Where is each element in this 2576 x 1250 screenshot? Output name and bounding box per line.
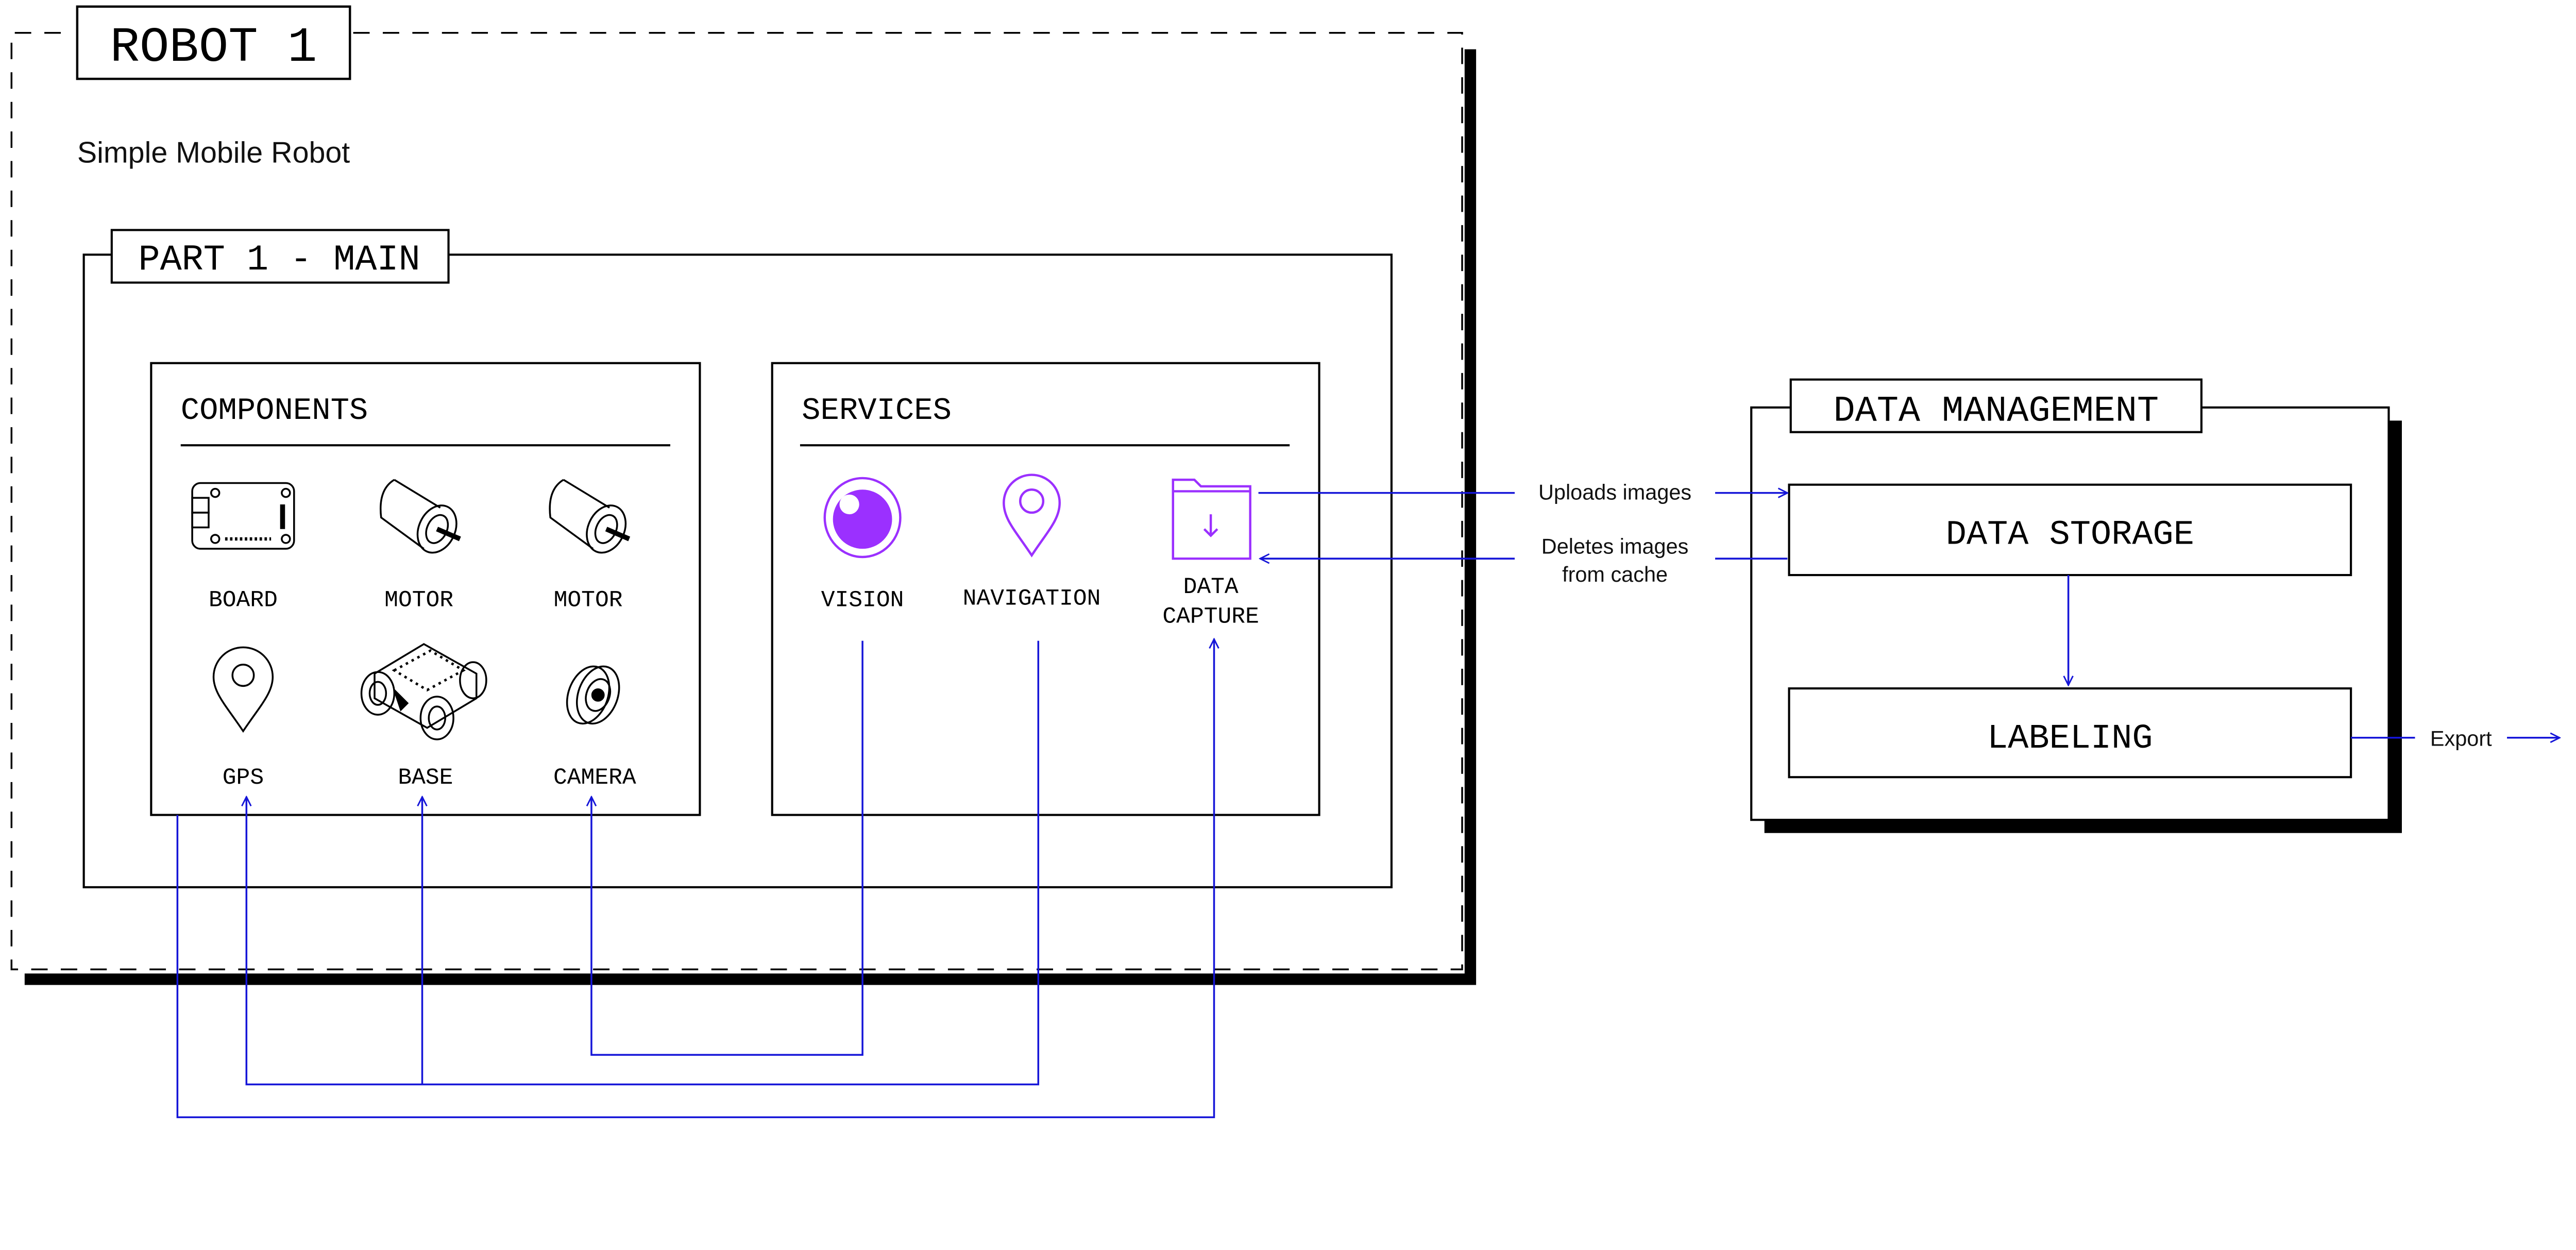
- component-label: MOTOR: [554, 588, 623, 614]
- component-motor-1[interactable]: MOTOR: [380, 479, 464, 614]
- services-title: SERVICES: [802, 394, 952, 429]
- component-label: CAMERA: [553, 765, 636, 791]
- robot-subtitle: Simple Mobile Robot: [77, 137, 350, 170]
- data-storage-box[interactable]: DATA STORAGE: [1788, 483, 2352, 577]
- service-data-capture[interactable]: DATA CAPTURE: [1162, 478, 1259, 630]
- part-1-title-box: [110, 229, 450, 284]
- service-label: DATA: [1183, 575, 1239, 600]
- part-1-box: PART 1 - MAIN: [82, 229, 1393, 889]
- map-pin-icon: [212, 646, 274, 733]
- labeling-label: LABELING: [1987, 719, 2153, 758]
- components-panel: COMPONENTS BOARD MOTOR: [150, 362, 701, 816]
- component-label: MOTOR: [384, 588, 453, 614]
- internal-connectors: [176, 639, 1214, 1119]
- export-label: Export: [2430, 727, 2492, 751]
- service-label: VISION: [821, 588, 904, 614]
- board-icon: [191, 482, 295, 550]
- rover-base-icon: [360, 643, 487, 740]
- part-1-title: PART 1 - MAIN: [138, 240, 420, 281]
- components-title: COMPONENTS: [181, 394, 368, 429]
- uploads-label: Uploads images: [1538, 480, 1691, 504]
- service-label: CAPTURE: [1162, 604, 1259, 630]
- map-pin-icon: [1003, 474, 1061, 558]
- deletes-label-line1: Deletes images: [1541, 534, 1689, 559]
- external-connectors: Uploads images Deletes images from cache…: [1259, 480, 2560, 751]
- folder-download-icon: [1172, 478, 1251, 560]
- robot-frame-border: [10, 32, 1463, 971]
- service-label: NAVIGATION: [963, 586, 1101, 612]
- services-panel: SERVICES VISION NAVIGATION DATA: [771, 362, 1320, 816]
- component-base[interactable]: BASE: [360, 643, 487, 791]
- eye-icon: [823, 477, 902, 559]
- camera-icon: [566, 665, 620, 725]
- labeling-box[interactable]: LABELING: [1788, 687, 2352, 779]
- component-camera[interactable]: CAMERA: [553, 661, 636, 791]
- component-label: BASE: [398, 765, 453, 791]
- data-storage-label: DATA STORAGE: [1946, 515, 2194, 554]
- data-management-panel: DATA MANAGEMENT DATA STORAGE LABELING: [1750, 378, 2402, 833]
- robot-architecture-diagram: ROBOT 1 Simple Mobile Robot PART 1 - MAI…: [10, 5, 2576, 1119]
- motor-icon: [549, 479, 631, 554]
- connector-components-datacapture: [176, 639, 1214, 1119]
- component-gps[interactable]: GPS: [212, 646, 274, 791]
- connector-navigation-gps: [246, 640, 1040, 1086]
- service-navigation[interactable]: NAVIGATION: [963, 474, 1101, 612]
- component-motor-2[interactable]: MOTOR: [549, 479, 633, 614]
- component-label: GPS: [223, 765, 264, 791]
- connector-vision-camera: [591, 640, 863, 1056]
- robot-title: ROBOT 1: [110, 20, 317, 76]
- motor-icon: [380, 479, 461, 554]
- robot-frame-shadow: [24, 49, 1477, 985]
- deletes-label-line2: from cache: [1562, 562, 1668, 586]
- robot-frame: ROBOT 1 Simple Mobile Robot: [10, 5, 1477, 985]
- component-board[interactable]: BOARD: [191, 482, 295, 614]
- component-label: BOARD: [209, 588, 278, 614]
- service-vision[interactable]: VISION: [821, 477, 904, 614]
- robot-title-box: [76, 5, 351, 80]
- part-1-border: [82, 254, 1393, 889]
- data-management-title: DATA MANAGEMENT: [1834, 391, 2159, 432]
- data-management-title-box: [1789, 378, 2203, 433]
